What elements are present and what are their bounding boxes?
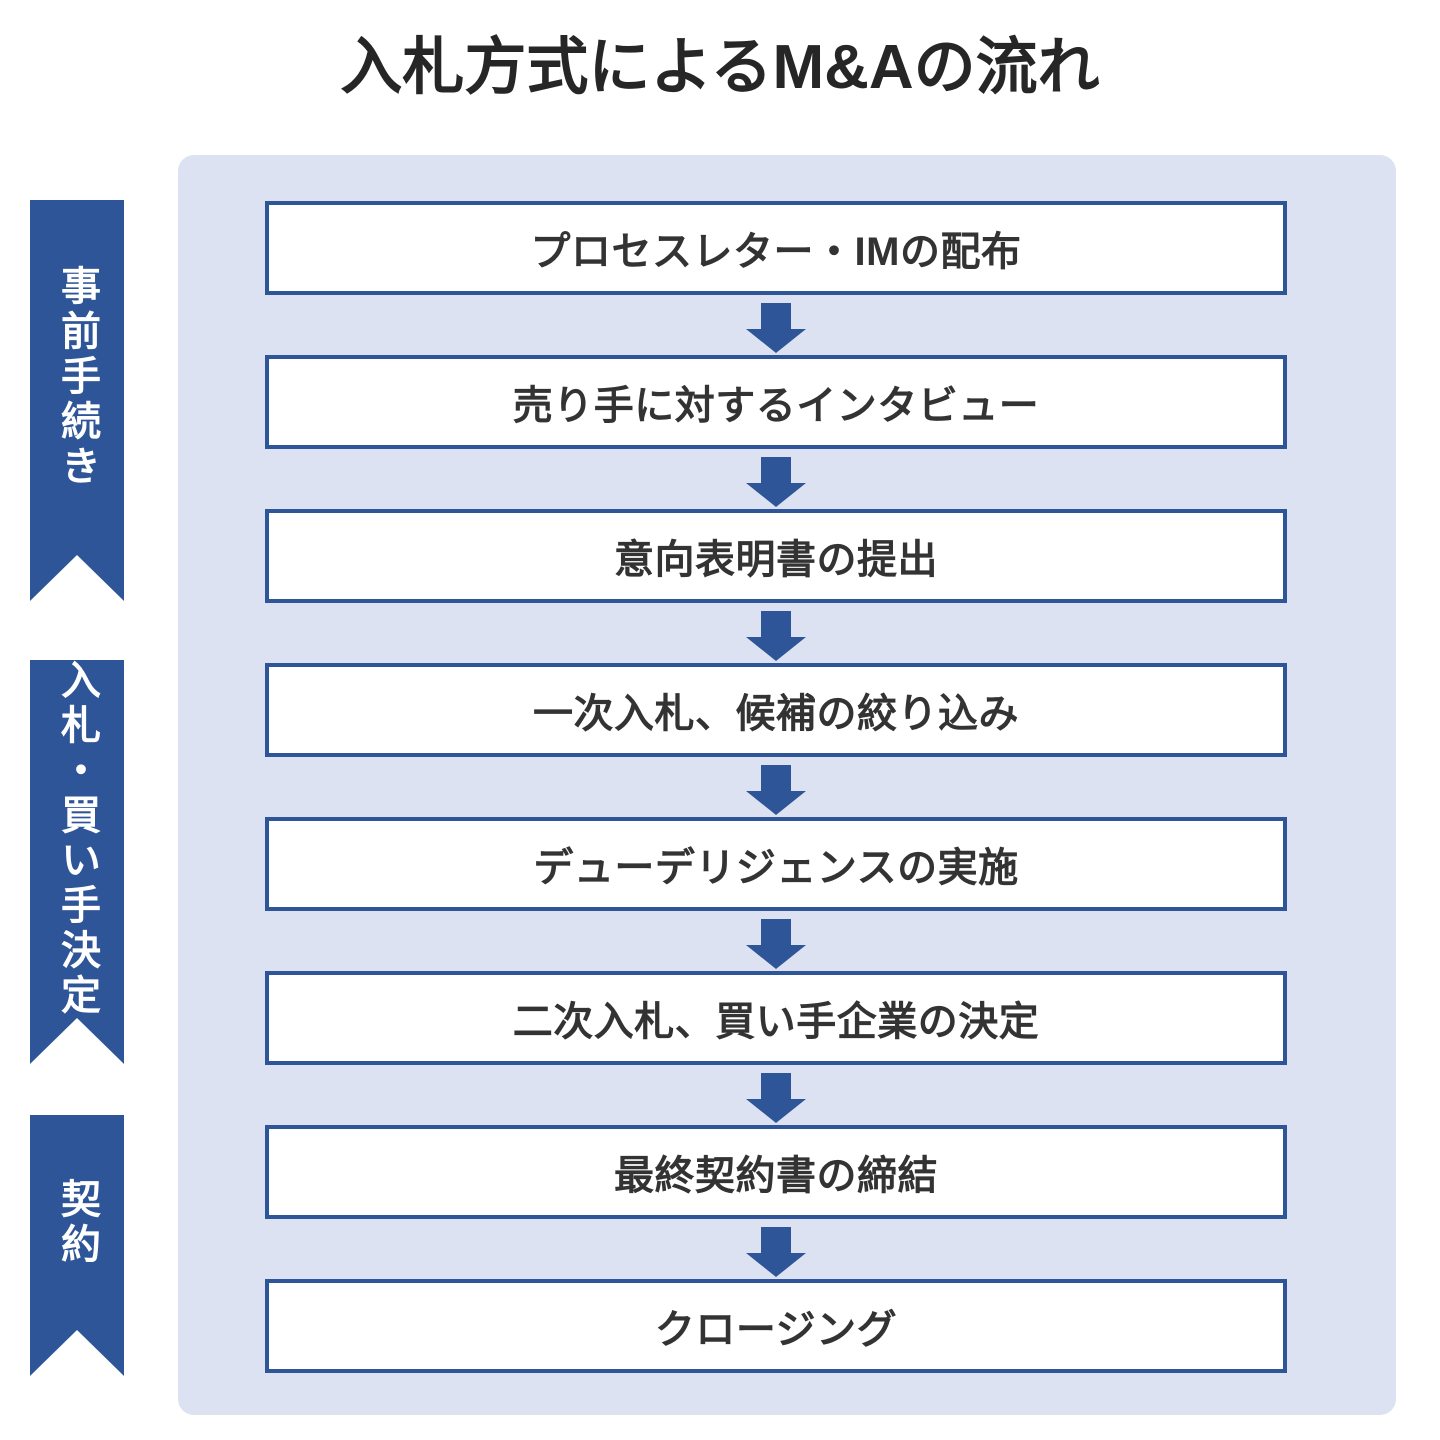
flow-step-box[interactable]: 一次入札、候補の絞り込み: [265, 663, 1287, 757]
process-flow: プロセスレター・IMの配布 売り手に対するインタビュー 意向表明書の提出 一次入…: [265, 201, 1287, 1373]
arrow-stem: [761, 1227, 791, 1253]
phase-label: 事前手続き: [55, 265, 99, 490]
arrow-stem: [761, 919, 791, 945]
flow-step-box[interactable]: デューデリジェンスの実施: [265, 817, 1287, 911]
arrow-head: [746, 791, 806, 815]
arrow-stem: [761, 303, 791, 329]
flow-step-label: クロージング: [654, 1308, 898, 1352]
arrow-down-icon: [746, 1227, 806, 1277]
arrow-head: [746, 1253, 806, 1277]
flow-step-label: 意向表明書の提出: [614, 538, 938, 582]
page-title: 入札方式によるM&Aの流れ: [340, 33, 1100, 102]
flow-step-label: 一次入札、候補の絞り込み: [533, 692, 1019, 736]
phase-label: 入札・買い手決定: [55, 659, 99, 1019]
arrow-head: [746, 637, 806, 661]
flow-step-box[interactable]: 最終契約書の締結: [265, 1125, 1287, 1219]
flow-step-box[interactable]: 二次入札、買い手企業の決定: [265, 971, 1287, 1065]
arrow-head: [746, 1099, 806, 1123]
flow-step-label: プロセスレター・IMの配布: [530, 230, 1022, 274]
phase-label: 契約: [55, 1177, 99, 1268]
arrow-down-icon: [746, 457, 806, 507]
arrow-down-icon: [746, 765, 806, 815]
flow-step-label: デューデリジェンスの実施: [533, 846, 1019, 890]
arrow-head: [746, 329, 806, 353]
phase-banner-body: 入札・買い手決定: [30, 659, 124, 1019]
phase-banner-pre-procedures: 事前手続き: [30, 200, 124, 601]
flow-step-label: 最終契約書の締結: [614, 1154, 938, 1198]
arrow-head: [746, 945, 806, 969]
arrow-down-icon: [746, 1073, 806, 1123]
arrow-stem: [761, 765, 791, 791]
phase-banner-arrow-tip-icon: [30, 1330, 124, 1376]
flow-step-label: 二次入札、買い手企業の決定: [512, 1000, 1040, 1044]
phase-banner-arrow-tip-icon: [30, 555, 124, 601]
flow-step-box[interactable]: プロセスレター・IMの配布: [265, 201, 1287, 295]
arrow-stem: [761, 457, 791, 483]
flow-step-label: 売り手に対するインタビュー: [512, 384, 1040, 428]
flow-step-box[interactable]: 売り手に対するインタビュー: [265, 355, 1287, 449]
phase-banner-body: 契約: [30, 1115, 124, 1330]
arrow-down-icon: [746, 919, 806, 969]
arrow-down-icon: [746, 611, 806, 661]
arrow-stem: [761, 611, 791, 637]
arrow-down-icon: [746, 303, 806, 353]
phase-banner-arrow-tip-icon: [30, 1018, 124, 1064]
flow-step-box[interactable]: クロージング: [265, 1279, 1287, 1373]
phase-banner-bidding-buyer-decision: 入札・買い手決定: [30, 659, 124, 1064]
phase-banner-contract: 契約: [30, 1115, 124, 1378]
arrow-stem: [761, 1073, 791, 1099]
arrow-head: [746, 483, 806, 507]
phase-banner-body: 事前手続き: [30, 200, 124, 555]
flow-step-box[interactable]: 意向表明書の提出: [265, 509, 1287, 603]
